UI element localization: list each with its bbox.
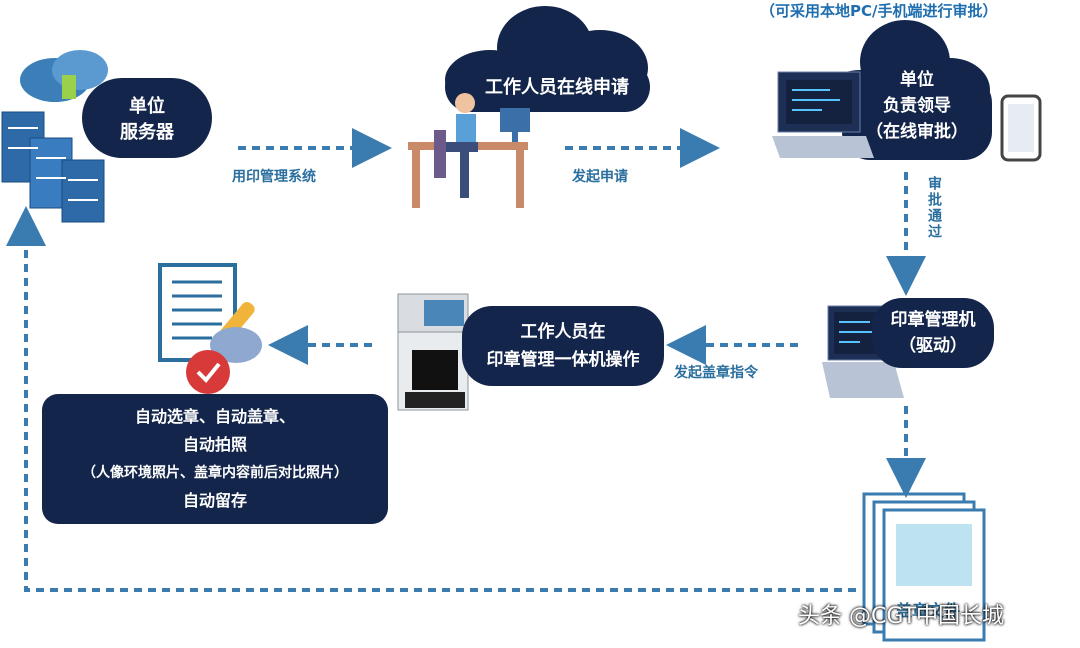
node-server-line1: 单位 — [129, 96, 165, 117]
top-note: （可采用本地PC/手机端进行审批） — [760, 2, 998, 20]
arrow-label-apply: 发起申请 — [572, 169, 628, 185]
arrow-label-command: 发起盖章指令 — [674, 365, 758, 381]
node-seal-machine-line1: 印章管理机 — [890, 310, 976, 330]
node-seal-machine: 印章管理机 （驱动） — [872, 298, 994, 368]
node-staff-kiosk: 工作人员在 印章管理一体机操作 — [462, 306, 664, 386]
node-staff-online-label: 工作人员在线申请 — [485, 77, 629, 98]
node-auto-line3: （人像环境照片、盖章内容前后对比照片） — [82, 465, 348, 481]
arrow-label-approved: 审批通过 — [926, 176, 942, 240]
watermark: 头条 @CGT中国长城 — [798, 604, 1005, 629]
laptop-tablet-icon — [772, 71, 1042, 162]
node-server-line2: 服务器 — [120, 122, 174, 143]
server-icon — [1, 50, 108, 223]
node-leader-line3: （在线审批） — [866, 122, 968, 142]
node-leader-line2: 负责领导 — [883, 96, 951, 116]
arrow-doc-to-server — [6, 206, 856, 592]
node-auto-line2: 自动拍照 — [182, 435, 247, 454]
office-worker-icon — [408, 93, 530, 208]
node-leader: 单位 负责领导 （在线审批） — [842, 60, 992, 152]
node-seal-machine-line2: （驱动） — [899, 336, 967, 356]
kiosk-machine-icon — [397, 293, 469, 411]
node-auto-line4: 自动留存 — [182, 491, 247, 510]
node-leader-line1: 单位 — [900, 70, 934, 90]
node-auto-line1: 自动选章、自动盖章、 — [134, 407, 295, 426]
stamped-documents-icon — [862, 492, 986, 642]
node-staff-kiosk-line1: 工作人员在 — [520, 322, 606, 342]
node-auto-stamp: 自动选章、自动盖章、 自动拍照 （人像环境照片、盖章内容前后对比照片） 自动留存 — [42, 394, 388, 524]
node-staff-kiosk-line2: 印章管理一体机操作 — [486, 350, 640, 370]
node-server: 单位 服务器 — [82, 78, 212, 158]
document-stamp-icon — [158, 263, 262, 394]
arrow-label-system: 用印管理系统 — [232, 169, 316, 185]
doc-label: 盖章文件 — [896, 601, 961, 620]
node-staff-online: 工作人员在线申请 — [462, 68, 652, 104]
